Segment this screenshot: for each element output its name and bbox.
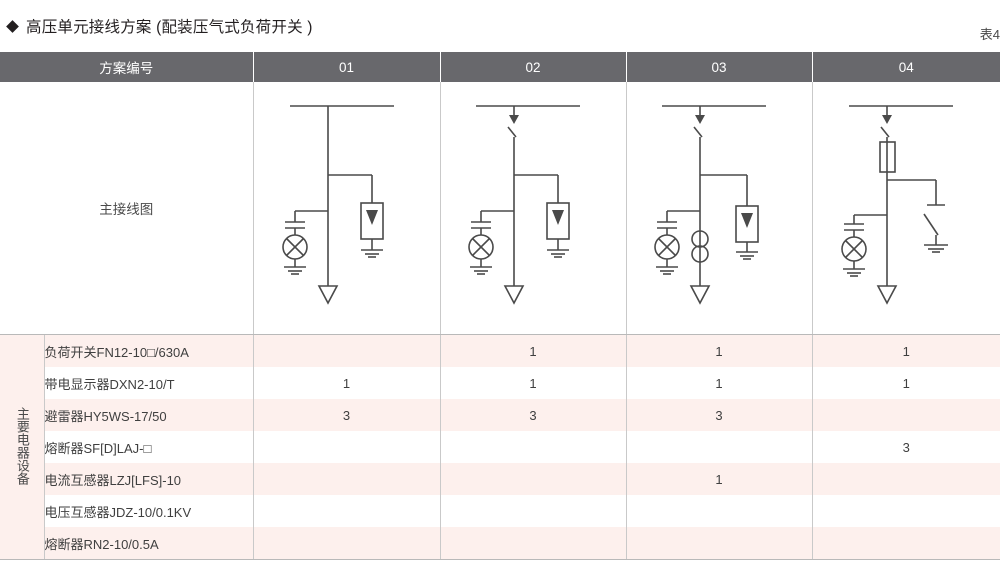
fuse-body xyxy=(879,141,897,173)
equipment-name: 电压互感器JDZ-10/0.1KV xyxy=(44,495,254,527)
equipment-qty-01: 3 xyxy=(253,399,441,431)
table-row: 熔断器RN2-10/0.5A xyxy=(0,527,1000,560)
header-cell-04: 04 xyxy=(812,52,1000,82)
header-cell-02: 02 xyxy=(440,52,627,82)
equipment-qty-03: 1 xyxy=(626,367,813,399)
switch-blade xyxy=(507,126,517,138)
diagram-cell-01 xyxy=(253,82,441,335)
table-header-row: 方案编号 01 02 03 04 xyxy=(0,52,1000,82)
equipment-qty-03 xyxy=(626,431,813,463)
current-transformer-ring xyxy=(691,245,709,263)
equipment-qty-03: 3 xyxy=(626,399,813,431)
header-cell-03: 03 xyxy=(626,52,813,82)
table-row: 避雷器HY5WS-17/50 3 3 3 xyxy=(0,399,1000,431)
equipment-qty-03 xyxy=(626,495,813,527)
header-cell-scheme-no: 方案编号 xyxy=(0,52,254,82)
equipment-qty-04: 3 xyxy=(812,431,1000,463)
equipment-qty-02 xyxy=(440,495,627,527)
equipment-qty-02 xyxy=(440,431,627,463)
diamond-bullet-icon xyxy=(6,19,19,33)
main-wiring-diagram-label-cell: 主接线图 xyxy=(0,82,254,335)
wiring-diagram-03 xyxy=(654,105,766,305)
equipment-name: 熔断器RN2-10/0.5A xyxy=(44,527,254,560)
equipment-qty-01 xyxy=(253,334,441,367)
equipment-name: 电流互感器LZJ[LFS]-10 xyxy=(44,463,254,495)
wiring-diagram-02 xyxy=(468,105,580,305)
equipment-qty-02: 3 xyxy=(440,399,627,431)
equipment-qty-02: 1 xyxy=(440,367,627,399)
switch-blade xyxy=(880,126,890,138)
equipment-qty-01 xyxy=(253,527,441,560)
main-wiring-diagram-row: 主接线图 xyxy=(0,82,1000,335)
equipment-qty-04 xyxy=(812,495,1000,527)
main-wiring-diagram-label: 主接线图 xyxy=(99,201,154,217)
table-row: 电压互感器JDZ-10/0.1KV xyxy=(0,495,1000,527)
wiring-scheme-table: 方案编号 01 02 03 04 主接线图 xyxy=(0,52,1000,560)
equipment-qty-01 xyxy=(253,463,441,495)
equipment-group-label: 主要电器设备 xyxy=(14,406,30,485)
equipment-name: 带电显示器DXN2-10/T xyxy=(44,367,254,399)
equipment-name: 熔断器SF[D]LAJ-□ xyxy=(44,431,254,463)
equipment-group-label-cell: 主要电器设备 xyxy=(0,334,45,560)
equipment-qty-04: 1 xyxy=(812,334,1000,367)
table-number-label: 表4 xyxy=(979,27,1000,42)
equipment-qty-02 xyxy=(440,527,627,560)
equipment-qty-03 xyxy=(626,527,813,560)
diagram-cell-04 xyxy=(812,82,1000,335)
equipment-qty-02: 1 xyxy=(440,334,627,367)
table-row: 主要电器设备 负荷开关FN12-10□/630A 1 1 1 xyxy=(0,334,1000,560)
diagram-cell-02 xyxy=(440,82,627,335)
wiring-diagram-04 xyxy=(841,105,954,305)
equipment-qty-03: 1 xyxy=(626,463,813,495)
equipment-qty-04 xyxy=(812,399,1000,431)
equipment-name: 负荷开关FN12-10□/630A xyxy=(44,334,254,367)
table-row: 电流互感器LZJ[LFS]-10 1 xyxy=(0,463,1000,495)
equipment-qty-01 xyxy=(253,495,441,527)
equipment-name: 避雷器HY5WS-17/50 xyxy=(44,399,254,431)
equipment-qty-04 xyxy=(812,527,1000,560)
earthing-switch-blade xyxy=(923,213,939,236)
table-row: 熔断器SF[D]LAJ-□ 3 xyxy=(0,431,1000,463)
header-cell-01: 01 xyxy=(253,52,441,82)
equipment-qty-04: 1 xyxy=(812,367,1000,399)
page-title: 高压单元接线方案 (配装压气式负荷开关 ) xyxy=(26,19,313,36)
equipment-qty-02 xyxy=(440,463,627,495)
switch-blade xyxy=(693,126,703,138)
equipment-qty-01 xyxy=(253,431,441,463)
wiring-diagram-01 xyxy=(281,105,394,305)
equipment-qty-04 xyxy=(812,463,1000,495)
page-title-bar: 高压单元接线方案 (配装压气式负荷开关 ) xyxy=(0,0,1000,52)
equipment-qty-03: 1 xyxy=(626,334,813,367)
table-row: 带电显示器DXN2-10/T 1 1 1 1 xyxy=(0,367,1000,399)
equipment-qty-01: 1 xyxy=(253,367,441,399)
diagram-cell-03 xyxy=(626,82,813,335)
current-transformer-ring xyxy=(691,230,709,248)
